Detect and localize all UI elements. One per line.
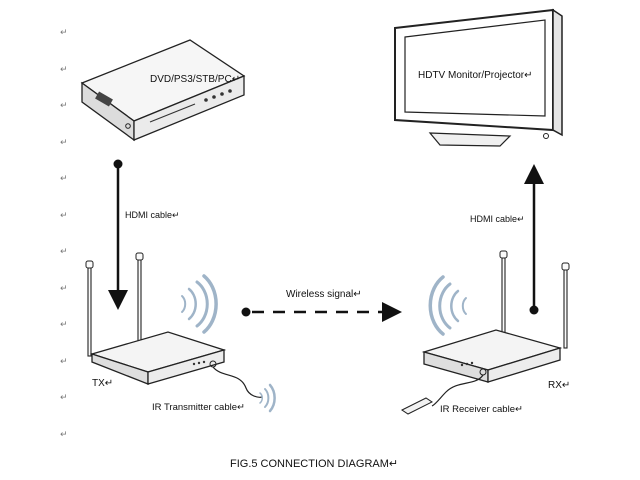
hdmi-connection-right: HDMI cable↵ <box>470 164 544 315</box>
paragraph-mark: ↵ <box>60 357 68 367</box>
hdmi-cable-label-left: HDMI cable↵ <box>125 210 180 220</box>
paragraph-mark: ↵ <box>60 211 68 221</box>
rx-wireless-waves-icon <box>428 275 467 336</box>
ir-transmitter-cable-label: IR Transmitter cable↵ <box>152 402 245 413</box>
paragraph-mark: ↵ <box>60 247 68 257</box>
paragraph-mark: ↵ <box>60 284 68 294</box>
tx-transmitter: TX↵ <box>85 252 263 398</box>
rx-label: RX↵ <box>548 380 570 391</box>
tx-label: TX↵ <box>92 378 113 389</box>
paragraph-marks: ↵ ↵ ↵ ↵ ↵ ↵ ↵ ↵ ↵ ↵ ↵ ↵ <box>60 28 68 440</box>
paragraph-mark: ↵ <box>60 320 68 330</box>
paragraph-mark: ↵ <box>60 101 68 111</box>
paragraph-mark: ↵ <box>60 174 68 184</box>
wireless-signal-label: Wireless signal↵ <box>286 289 362 300</box>
paragraph-mark: ↵ <box>60 65 68 75</box>
source-player: DVD/PS3/STB/PC↵ <box>80 39 246 142</box>
tx-wireless-waves-icon <box>181 274 218 334</box>
hdmi-cable-label-right: HDMI cable↵ <box>470 214 525 224</box>
figure-caption: FIG.5 CONNECTION DIAGRAM↵ <box>230 458 398 470</box>
paragraph-mark: ↵ <box>60 138 68 148</box>
paragraph-mark: ↵ <box>60 28 68 38</box>
wireless-signal-link: Wireless signal↵ <box>241 289 402 322</box>
source-device-label: DVD/PS3/STB/PC↵ <box>150 74 240 85</box>
ir-receiver-cable-label: IR Receiver cable↵ <box>440 404 523 415</box>
display-device-label: HDTV Monitor/Projector↵ <box>418 70 533 81</box>
rx-receiver: RX↵ <box>401 250 570 415</box>
hdtv-monitor: HDTV Monitor/Projector↵ <box>394 8 563 147</box>
paragraph-mark: ↵ <box>60 430 68 440</box>
ir-transmitter-waves-icon <box>259 383 276 413</box>
hdmi-connection-left: HDMI cable↵ <box>108 159 180 310</box>
paragraph-mark: ↵ <box>60 393 68 403</box>
